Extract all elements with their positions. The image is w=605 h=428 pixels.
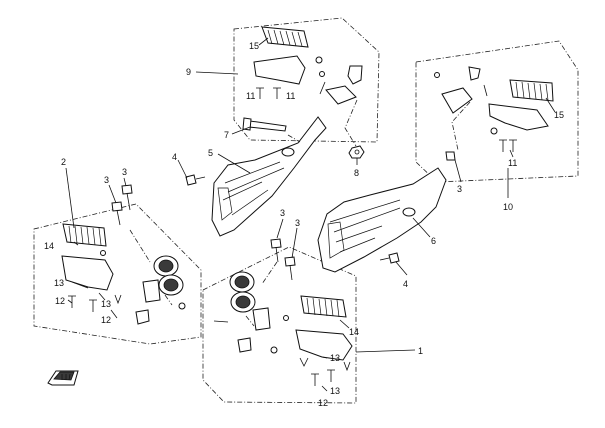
assembly-box-2 bbox=[33, 203, 202, 345]
callout-12-box2-b: 12 bbox=[101, 315, 111, 325]
callout-15-right: 15 bbox=[554, 110, 564, 120]
hinge-block-9 bbox=[325, 85, 357, 105]
footpeg-rubber-14-right bbox=[300, 295, 347, 318]
callout-13-box1-a: 13 bbox=[330, 353, 340, 363]
bolt-3-box1-a-shaft bbox=[275, 246, 279, 263]
bolt-7 bbox=[248, 120, 287, 132]
spring-10 bbox=[490, 127, 498, 135]
screw-12-box2-b bbox=[89, 299, 97, 312]
screw-12-box1-a bbox=[311, 373, 319, 386]
hinge-block-10 bbox=[441, 87, 473, 114]
washer-plate-2 bbox=[135, 309, 150, 325]
bolt-3-box2-b bbox=[121, 184, 133, 195]
washer-1 bbox=[270, 346, 278, 354]
spring-9 bbox=[315, 56, 323, 64]
callout-3-box1-b: 3 bbox=[295, 218, 300, 228]
bolt-3-box2-a bbox=[111, 201, 123, 212]
mount-plate-9 bbox=[347, 65, 363, 85]
callout-11-top-a: 11 bbox=[246, 91, 255, 101]
callout-7: 7 bbox=[224, 130, 229, 140]
screw-11-right bbox=[273, 87, 281, 99]
callout-12-box2-a: 12 bbox=[55, 296, 65, 306]
bolt-3-box2-b-shaft bbox=[126, 192, 131, 211]
callout-6: 6 bbox=[431, 236, 436, 246]
nut-8 bbox=[348, 145, 365, 159]
pin-1-long bbox=[213, 320, 229, 323]
footpeg-arm-2 bbox=[61, 255, 114, 291]
screw-12-box1-b bbox=[327, 369, 335, 382]
bolt-4-left-shaft bbox=[195, 176, 206, 180]
bushing-pair-2 bbox=[153, 255, 184, 296]
footpeg-rubber-15-top bbox=[261, 26, 309, 48]
bracket-plate-2 bbox=[142, 279, 161, 303]
bolt-3-box1-a bbox=[270, 238, 282, 249]
callout-8: 8 bbox=[354, 168, 359, 178]
bushing-pair-1 bbox=[229, 271, 256, 313]
callout-10: 10 bbox=[503, 202, 513, 212]
callout-5: 5 bbox=[208, 148, 213, 158]
pin-2 bbox=[100, 250, 106, 256]
screw-13-box2 bbox=[114, 294, 122, 305]
assembly-box-9 bbox=[233, 17, 380, 143]
footpeg-arm-9 bbox=[253, 55, 306, 85]
callout-14-left: 14 bbox=[44, 241, 54, 251]
assembly-box-10 bbox=[415, 40, 579, 183]
callout-2: 2 bbox=[61, 157, 66, 167]
spring-1 bbox=[299, 357, 309, 367]
footrest-bracket-6 bbox=[317, 167, 447, 273]
callout-14-right: 14 bbox=[349, 327, 359, 337]
washer-2 bbox=[178, 302, 186, 310]
callout-4-right: 4 bbox=[403, 279, 408, 289]
bolt-3-box1-b-shaft bbox=[289, 264, 293, 281]
footpeg-arm-10 bbox=[488, 103, 549, 131]
callout-3-box2-a: 3 bbox=[122, 167, 127, 177]
footpeg-arm-1 bbox=[295, 329, 353, 361]
callout-12-box1: 12 bbox=[318, 398, 328, 408]
bolt-3-right-bracket bbox=[445, 151, 456, 161]
callout-11-right: 11 bbox=[508, 158, 517, 168]
mount-plate-10 bbox=[468, 66, 481, 81]
bolt-3-box1-b bbox=[284, 256, 296, 267]
front-direction-arrow-icon bbox=[47, 370, 79, 386]
clip-10 bbox=[483, 84, 488, 97]
washer-plate-1 bbox=[237, 337, 252, 353]
bracket-plate-1 bbox=[252, 307, 271, 331]
screw-11-box10-a bbox=[499, 139, 507, 152]
footrest-bracket-5 bbox=[211, 116, 327, 237]
pin-9 bbox=[319, 71, 325, 77]
callout-15-top: 15 bbox=[249, 41, 259, 51]
pin-1 bbox=[283, 315, 289, 321]
screw-11-left bbox=[256, 87, 264, 99]
footpeg-rubber-14-left bbox=[62, 223, 107, 247]
clip-9 bbox=[319, 81, 326, 95]
screw-13-box1 bbox=[343, 361, 351, 372]
callout-3-box2-b: 3 bbox=[104, 175, 109, 185]
callout-11-top-b: 11 bbox=[286, 91, 295, 101]
callout-4-left: 4 bbox=[172, 152, 177, 162]
bolt-4-right-shaft bbox=[379, 257, 390, 261]
nut-8-hole bbox=[354, 149, 360, 155]
callout-9: 9 bbox=[186, 67, 191, 77]
callout-1: 1 bbox=[418, 346, 423, 356]
leader-lines bbox=[65, 37, 556, 392]
callout-13-box2-b: 13 bbox=[101, 299, 111, 309]
bolt-3-box2-a-shaft bbox=[116, 209, 121, 226]
pin-10 bbox=[434, 72, 440, 78]
screw-11-box10-b bbox=[509, 139, 517, 152]
bolt-4-left bbox=[185, 174, 197, 186]
screw-12-box2-a bbox=[68, 295, 76, 308]
bolt-4-right bbox=[388, 252, 400, 264]
callout-13-box1-b: 13 bbox=[330, 386, 340, 396]
callout-3-right: 3 bbox=[457, 184, 462, 194]
guide-lines bbox=[129, 99, 471, 327]
callout-3-box1-a: 3 bbox=[280, 208, 285, 218]
footpeg-rubber-15-right bbox=[509, 79, 554, 102]
callout-13-box2-a: 13 bbox=[54, 278, 64, 288]
